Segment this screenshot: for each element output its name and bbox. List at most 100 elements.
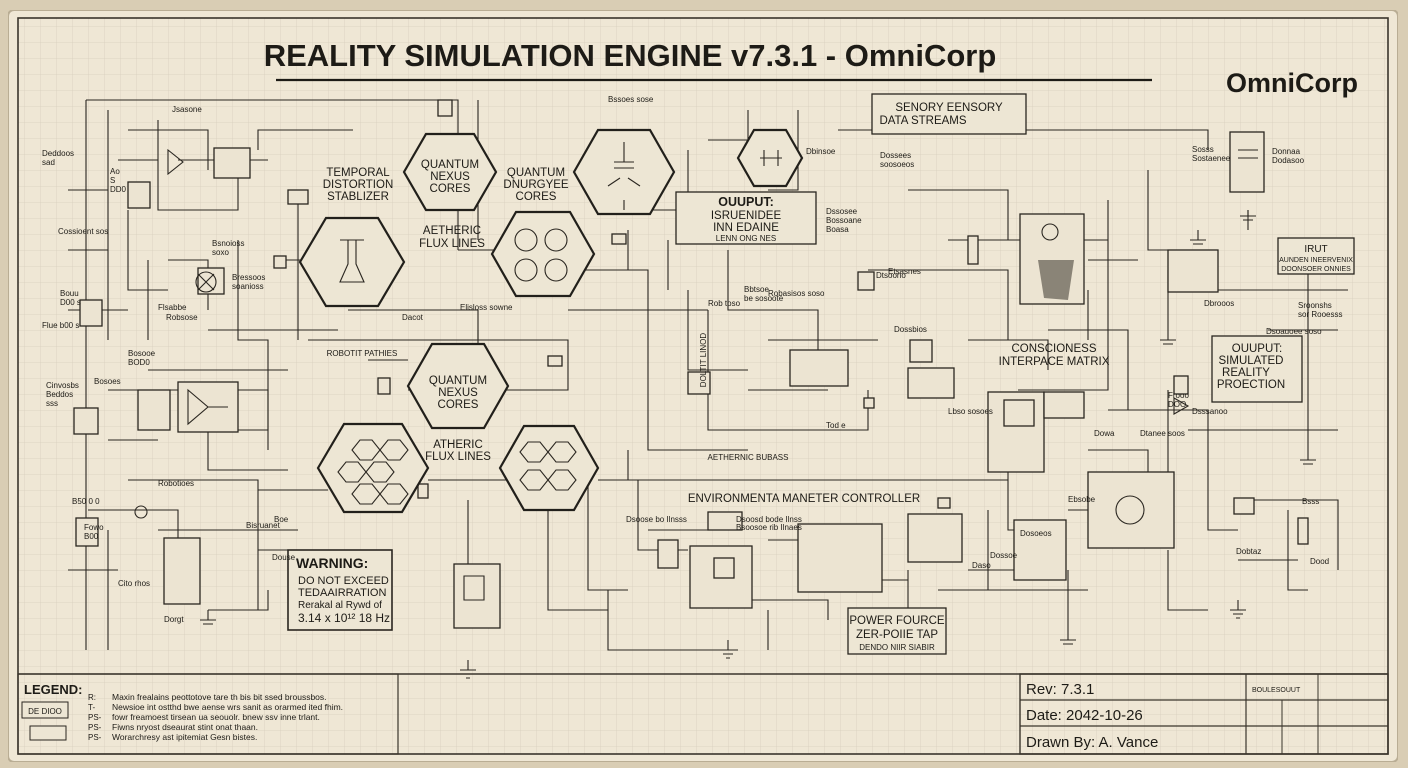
component-label: Dtsoono <box>876 271 906 280</box>
component-label: Dtanee soos <box>1140 429 1185 438</box>
legend-item-1: Maxin frealains peottotove tare th bis b… <box>112 692 327 702</box>
component-label: Dorgt <box>164 615 184 624</box>
legend-box-sample <box>21 701 69 719</box>
aethernic-buses-label: AETHERNIC BUBASS <box>708 453 789 462</box>
sensory-box <box>871 93 1027 135</box>
output-engine-line-2: ISRUENIDEE <box>711 210 782 222</box>
nexus-mid-line-3: CORES <box>438 399 479 411</box>
drawing-title: REALITY SIMULATION ENGINE v7.3.1 - OmniC… <box>264 38 997 73</box>
temporal-line-2: DISTORTION <box>323 179 394 191</box>
power-line-1: POWER FOURCE <box>849 615 945 627</box>
component-label: Dowa <box>1094 429 1115 438</box>
component-label: Rob toso <box>708 299 741 308</box>
nexus-mid-line-2: NEXUS <box>438 387 478 399</box>
component-label: Bsss <box>1302 497 1319 506</box>
legend-item-4: Fiwns nryost dseaurat stint onat thaan. <box>112 722 258 732</box>
hex-quantum-nexus-mid <box>406 342 510 430</box>
irut-line-3: DOONSOER ONNIES <box>1281 266 1351 273</box>
component-label: Lbso sosoes <box>948 407 993 416</box>
component-label: Bsoosoe rib Ilnaes <box>736 523 802 532</box>
component-label: Cito rhos <box>118 579 150 588</box>
component-label: Dbinsoe <box>806 147 836 156</box>
output-engine-line-4: LENN ONG NES <box>716 234 776 243</box>
aether-top-line-2: FLUX LINES <box>419 238 485 250</box>
legend-symbol-1: R: <box>88 693 96 702</box>
schematic-sheet: REALITY SIMULATION ENGINE v7.3.1 - OmniC… <box>7 9 1399 763</box>
legend-symbol-3: PS- <box>88 713 102 722</box>
robotic-paths-label: ROBOTIT PATHIES <box>327 349 398 358</box>
warning-line-4: 3.14 x 10¹² 18 Hz <box>298 611 390 625</box>
power-box <box>847 607 947 655</box>
component-label: Dossbios <box>894 325 927 334</box>
component-label: Elisloss sowne <box>460 303 513 312</box>
legend-box-sample-2 <box>29 725 67 741</box>
omnicorp-logo: OmniCorp <box>1226 68 1358 98</box>
nexus-top-line-1: QUANTUM <box>421 159 479 171</box>
component-label: Dsssanoo <box>1192 407 1228 416</box>
date-label: Date: 2042-10-26 <box>1026 707 1143 724</box>
output-sim-line-1: OUUPUT: <box>1232 343 1282 355</box>
hex-cores <box>298 128 804 514</box>
output-engine-line-3: INN EDAINE <box>713 222 779 234</box>
component-label: Dsoosd bode Ilnss <box>736 515 802 524</box>
consciousness-line-1: CONSCIONESS <box>1012 343 1097 355</box>
legend: LEGEND: DE DIOO R: T- PS- PS- PS- Maxin … <box>17 673 1388 755</box>
nexus-top-line-2: NEXUS <box>430 171 470 183</box>
output-sim-line-4: PROECTION <box>1217 379 1285 391</box>
component-label: Tod e <box>826 421 846 430</box>
irut-box <box>1277 237 1355 275</box>
legend-symbol-2: T- <box>88 703 95 712</box>
component-label: Robsose <box>166 313 198 322</box>
components <box>73 99 1309 629</box>
sensory-line-2: DATA STREAMS <box>879 115 966 127</box>
component-label: Flsabbe <box>158 303 187 312</box>
legend-box-label: DE DIOO <box>28 707 62 716</box>
component-label: Dbrooos <box>1204 299 1234 308</box>
output-sim-line-3: REALITY <box>1222 367 1270 379</box>
rev-label: Rev: 7.3.1 <box>1026 681 1094 698</box>
irut-line-2: AUNDEN INEERVENIX <box>1279 257 1353 264</box>
nexus-mid-line-1: QUANTUM <box>429 375 487 387</box>
output-sim-line-2: SIMULATED <box>1219 355 1284 367</box>
component-label: Robotioes <box>158 479 194 488</box>
nexus-top2-line-2: DNURGYEE <box>503 179 569 191</box>
vertical-label: DOLTIT LINOD <box>699 333 708 388</box>
title-block: Rev: 7.3.1 Date: 2042-10-26 Drawn By: A.… <box>1019 673 1389 755</box>
warning-note: WARNING: DO NOT EXCEED TEDAAIRRATION Rer… <box>296 555 390 625</box>
component-label: Robasisos soso <box>768 289 825 298</box>
component-label: Ebsobe <box>1068 495 1096 504</box>
title-block-corner: BOULESOUUT <box>1252 687 1301 694</box>
component-label: Dacot <box>402 313 424 322</box>
temporal-line-3: STABLIZER <box>327 191 389 203</box>
component-label: Etsasnes <box>888 267 921 276</box>
hex-quantum-nexus-top <box>402 132 498 212</box>
power-line-2: ZER-POIIE TAP <box>856 629 938 641</box>
environment-label: ENVIRONMENTA MANETER CONTROLLER <box>688 493 920 505</box>
legend-symbol-4: PS- <box>88 723 102 732</box>
component-label: B50 0 0 <box>72 497 100 506</box>
output-engine-line-1: OUUPUT: <box>718 195 774 209</box>
component-label: Jsasone <box>172 105 202 114</box>
nexus-top2-line-1: QUANTUM <box>507 167 565 179</box>
nexus-top-line-3: CORES <box>430 183 471 195</box>
consciousness-line-2: INTERPACE MATRIX <box>999 356 1110 368</box>
component-label: Dosoeos <box>1020 529 1052 538</box>
legend-title: LEGEND: <box>24 682 83 697</box>
component-label: Boe <box>274 515 289 524</box>
component-label: Bisruanet <box>246 521 281 530</box>
warning-title: WARNING: <box>296 555 368 571</box>
hex-cluster-left <box>316 422 430 514</box>
warning-line-2: TEDAAIRRATION <box>298 587 386 599</box>
irut-line-1: IRUT <box>1304 244 1327 255</box>
aether-mid-line-2: FLUX LINES <box>425 451 491 463</box>
warning-line-1: DO NOT EXCEED <box>298 575 389 587</box>
